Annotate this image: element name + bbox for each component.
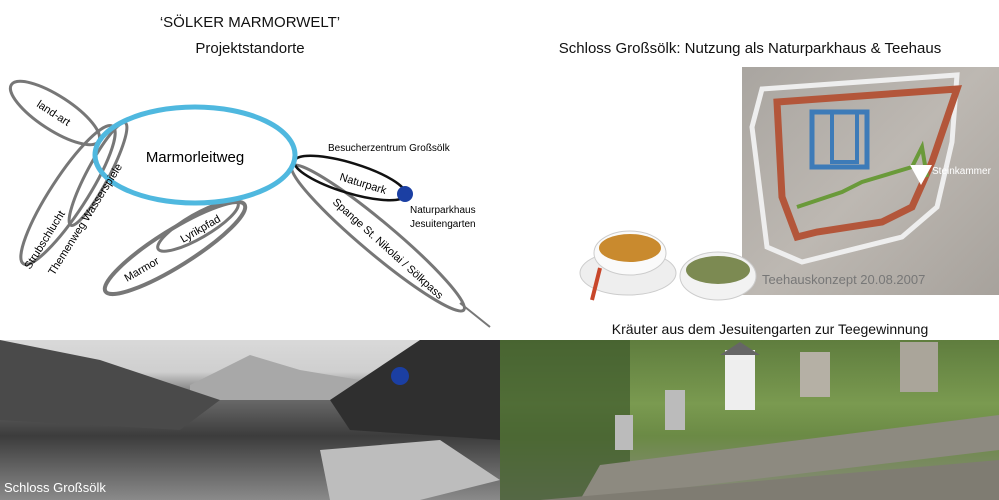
location-dot <box>391 367 409 385</box>
photo-shape <box>910 165 932 185</box>
slide-title: ‘SÖLKER MARMORWELT’ <box>159 14 341 31</box>
photo-shape <box>796 140 929 209</box>
bottom-left-caption: Schloss Großsölk <box>4 480 106 495</box>
label-jesuitengarten: Jesuitengarten <box>410 219 476 230</box>
photo-shape <box>330 340 500 440</box>
slide-subtitle: Projektstandorte <box>195 40 305 57</box>
ellipse-marmorleitweg <box>92 104 298 206</box>
photo-shape <box>720 342 760 355</box>
photo-shape <box>686 256 750 284</box>
photo-shape <box>773 85 963 242</box>
jesuitengarten-photo <box>500 340 999 500</box>
ellipse-lyrikpfad <box>156 199 240 253</box>
photo-shape <box>590 267 602 301</box>
photo-shape <box>190 355 360 400</box>
photo-shape <box>830 110 859 164</box>
plan-caption: Teehauskonzept 20.08.2007 <box>762 272 926 287</box>
photo-shape <box>580 415 999 500</box>
spange-tail <box>459 302 491 328</box>
steinkammer-label: Steinkammer <box>932 166 991 177</box>
right-title: Schloss Großsölk: Nutzung als Naturparkh… <box>558 40 942 57</box>
photo-shape <box>900 342 938 392</box>
photo-shape <box>800 352 830 397</box>
photo-shape <box>665 390 685 430</box>
herbs-caption: Kräuter aus dem Jesuitengarten zur Teege… <box>611 321 929 337</box>
photo-shape <box>320 440 500 500</box>
schloss-grosssoelk-photo: Schloss Großsölk <box>0 340 500 500</box>
photo-shape <box>599 234 661 262</box>
photo-shape <box>725 350 755 410</box>
project-diagram: Marmorleitweg land-art Strubschlucht The… <box>8 79 491 328</box>
label-naturparkhaus: Naturparkhaus <box>410 205 476 216</box>
teehaus-plan-photo: Steinkammer Teehauskonzept 20.08.2007 <box>742 67 999 295</box>
naturparkhaus-dot <box>397 186 413 202</box>
ellipse-marmor <box>102 199 248 297</box>
photo-shape <box>615 415 633 450</box>
label-marmorleitweg: Marmorleitweg <box>146 149 244 166</box>
label-besucherzentrum: Besucherzentrum Großsölk <box>328 143 451 154</box>
photo-shape <box>540 460 999 500</box>
tea-photo <box>578 218 758 303</box>
photo-shape <box>0 340 220 430</box>
